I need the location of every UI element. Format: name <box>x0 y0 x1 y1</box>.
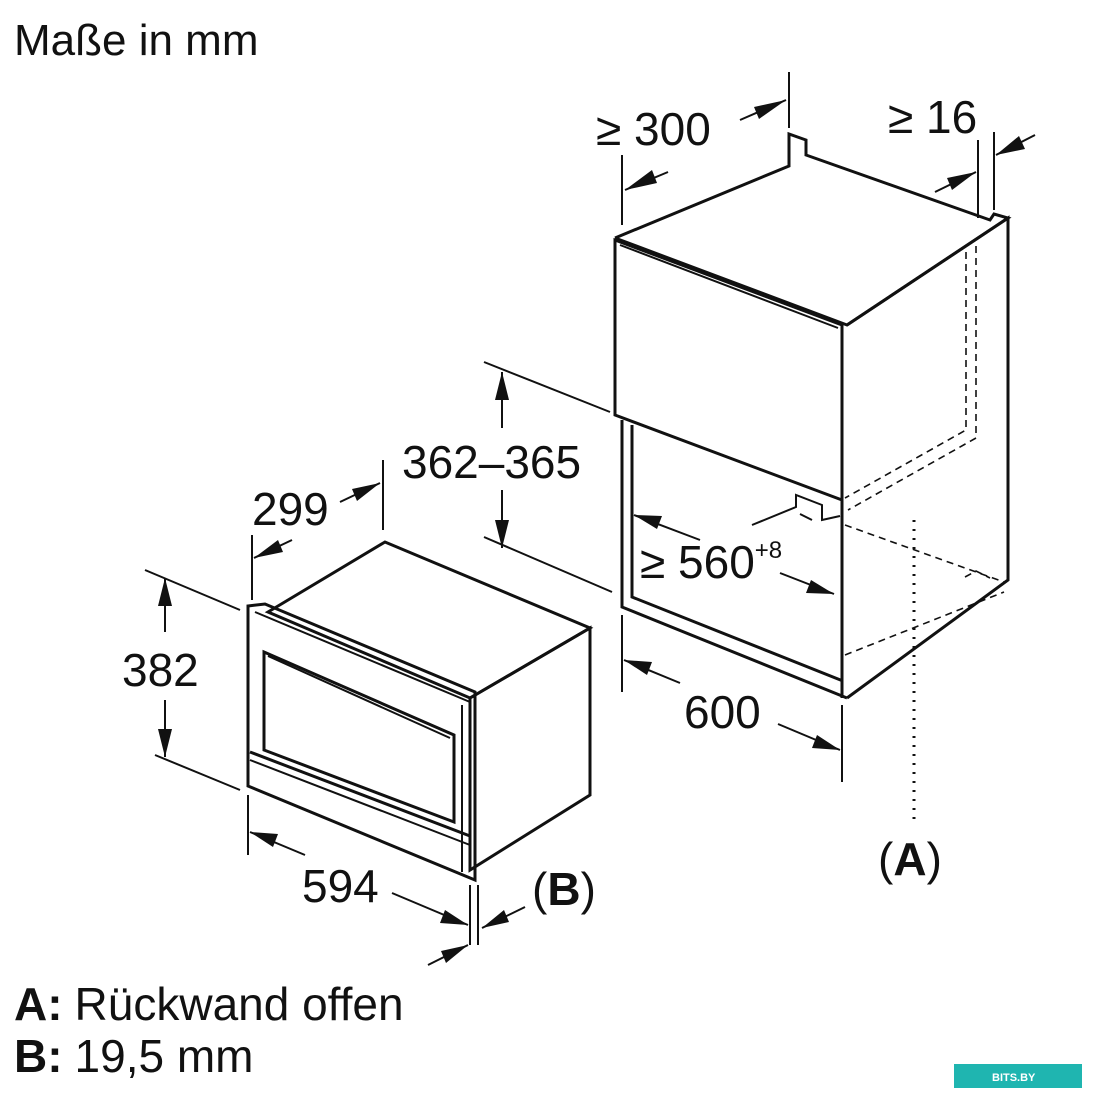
dim-niche-depth-label: ≥ 300 <box>596 103 711 155</box>
hidden-bottom-edge <box>844 591 1005 656</box>
dimension-b: (B) <box>427 863 596 966</box>
arrow-head <box>947 172 976 190</box>
cabinet-niche <box>613 131 1012 700</box>
appliance-front <box>246 602 477 883</box>
appliance-side <box>468 625 592 873</box>
arrow-head <box>634 515 662 529</box>
dimension-appliance-width: 594 <box>247 795 471 945</box>
arrow-head <box>754 100 786 119</box>
dim-niche-height-label: 362–365 <box>402 436 581 488</box>
hidden-back-edge-1 <box>844 252 967 499</box>
arrow-head <box>806 580 834 594</box>
legend-item-b: B:19,5 mm <box>14 1030 254 1082</box>
dimension-niche-depth: ≥ 300 <box>596 72 790 225</box>
dimension-appliance-height: 382 <box>122 569 241 791</box>
arrow-head <box>441 945 468 963</box>
arrow-head <box>352 483 380 501</box>
watermark-text: BITS.BY <box>992 1072 1036 1084</box>
dimension-cabinet-width: 600 <box>621 615 843 782</box>
cabinet-right-side <box>846 215 1010 700</box>
appliance-front-top-edge <box>254 611 471 703</box>
arrow-head <box>250 832 278 847</box>
dimension-niche-width: ≥ 560+8 <box>633 514 835 595</box>
appliance <box>246 540 594 883</box>
marker-a-label: (A) <box>878 833 942 885</box>
cabinet-upper-panel-edge <box>619 244 839 329</box>
dimension-niche-height: 362–365 <box>402 361 613 593</box>
arrow-head <box>440 910 468 925</box>
appliance-window <box>262 649 456 825</box>
niche-inner-edge <box>630 425 844 683</box>
arrow-head <box>254 540 283 558</box>
dim-appliance-depth-label: 299 <box>252 483 329 535</box>
arrow-head <box>812 735 840 750</box>
hidden-back-edge-2 <box>847 246 977 511</box>
watermark: BITS.BY <box>954 1064 1082 1088</box>
dim-appliance-width-label: 594 <box>302 860 379 912</box>
cabinet-top-outline <box>614 131 1012 327</box>
marker-b-label: (B) <box>532 863 596 915</box>
arrow-head <box>996 136 1025 155</box>
arrow-head <box>158 729 172 757</box>
arrow-head <box>482 910 509 928</box>
watermark-badge <box>954 1064 1082 1088</box>
diagram-title: Maße in mm <box>14 16 258 65</box>
dim-cabinet-width-label: 600 <box>684 686 761 738</box>
arrow-head <box>624 660 652 675</box>
arrow-head <box>625 170 657 190</box>
appliance-window-inner <box>267 655 451 739</box>
dim-niche-width-label: ≥ 560+8 <box>640 536 782 588</box>
niche-shelf-notch <box>799 513 813 521</box>
hidden-floor-corner <box>964 570 991 579</box>
hidden-floor-edge <box>844 524 1005 583</box>
niche-shelf-lip <box>751 493 841 526</box>
niche-left-bottom-edge <box>620 420 848 700</box>
appliance-control-strip <box>249 750 471 838</box>
ext-line <box>144 569 241 611</box>
dimension-gap: ≥ 16 <box>888 91 1036 218</box>
legend: A:Rückwand offen B:19,5 mm <box>14 978 404 1082</box>
legend-item-a: A:Rückwand offen <box>14 978 404 1030</box>
appliance-control-strip-2 <box>249 759 471 846</box>
ext-line <box>483 361 611 413</box>
arrow-head <box>158 578 172 606</box>
arrow-head <box>495 372 509 400</box>
arrow-head <box>495 520 509 548</box>
ext-line <box>154 754 241 791</box>
dim-appliance-height-label: 382 <box>122 644 199 696</box>
ext-line <box>483 536 613 593</box>
dimension-appliance-depth: 299 <box>251 460 384 600</box>
dim-gap-label: ≥ 16 <box>888 91 977 143</box>
